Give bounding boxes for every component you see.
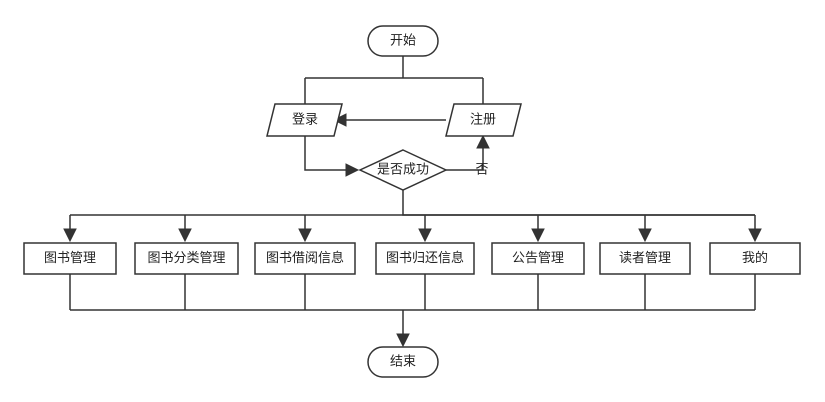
end-label: 结束 bbox=[390, 355, 416, 370]
module-return-info-box bbox=[375, 242, 475, 275]
module-borrow-info-label: 图书借阅信息 bbox=[266, 250, 344, 266]
module-category-management-box bbox=[134, 242, 239, 275]
decision-label: 是否成功 bbox=[377, 163, 429, 178]
arrowhead-decision-to-register bbox=[476, 134, 490, 149]
module-return-info-label: 图书归还信息 bbox=[386, 250, 464, 266]
arrowhead-branch-5 bbox=[531, 228, 545, 243]
module-category-management-label: 图书分类管理 bbox=[147, 251, 225, 266]
login-io-shape bbox=[266, 103, 343, 137]
end-terminal bbox=[367, 346, 439, 378]
arrowhead-branch-3 bbox=[298, 228, 312, 243]
decision-no-label: 否 bbox=[475, 163, 488, 178]
edge-split-to-login bbox=[304, 77, 483, 104]
edge-decision-no-to-register bbox=[446, 144, 484, 171]
module-mine-box bbox=[709, 242, 801, 275]
module-borrow-info-box bbox=[254, 242, 356, 275]
login-label: 登录 bbox=[292, 113, 318, 128]
module-mine-label: 我的 bbox=[742, 250, 768, 266]
register-io-shape bbox=[445, 103, 522, 137]
start-label: 开始 bbox=[390, 34, 416, 49]
edge-login-to-decision bbox=[304, 136, 350, 171]
arrowhead-branch-1 bbox=[63, 228, 77, 243]
module-reader-management-box bbox=[599, 242, 691, 275]
arrowhead-login-to-decision bbox=[345, 163, 360, 177]
module-notice-management-label: 公告管理 bbox=[512, 251, 564, 266]
arrowhead-merge-to-end bbox=[396, 333, 410, 348]
module-book-management-box bbox=[23, 242, 117, 275]
register-label: 注册 bbox=[470, 113, 496, 128]
arrowhead-branch-4 bbox=[418, 228, 432, 243]
arrowhead-register-to-login bbox=[332, 113, 347, 127]
arrowhead-branch-6 bbox=[638, 228, 652, 243]
edge-decision-to-modules bbox=[402, 190, 755, 216]
module-reader-management-label: 读者管理 bbox=[619, 251, 671, 266]
start-terminal bbox=[367, 25, 439, 57]
module-notice-management-box bbox=[491, 242, 585, 275]
decision-diamond bbox=[358, 149, 448, 191]
module-book-management-label: 图书管理 bbox=[44, 251, 96, 266]
arrowhead-branch-7 bbox=[748, 228, 762, 243]
arrowhead-branch-2 bbox=[178, 228, 192, 243]
